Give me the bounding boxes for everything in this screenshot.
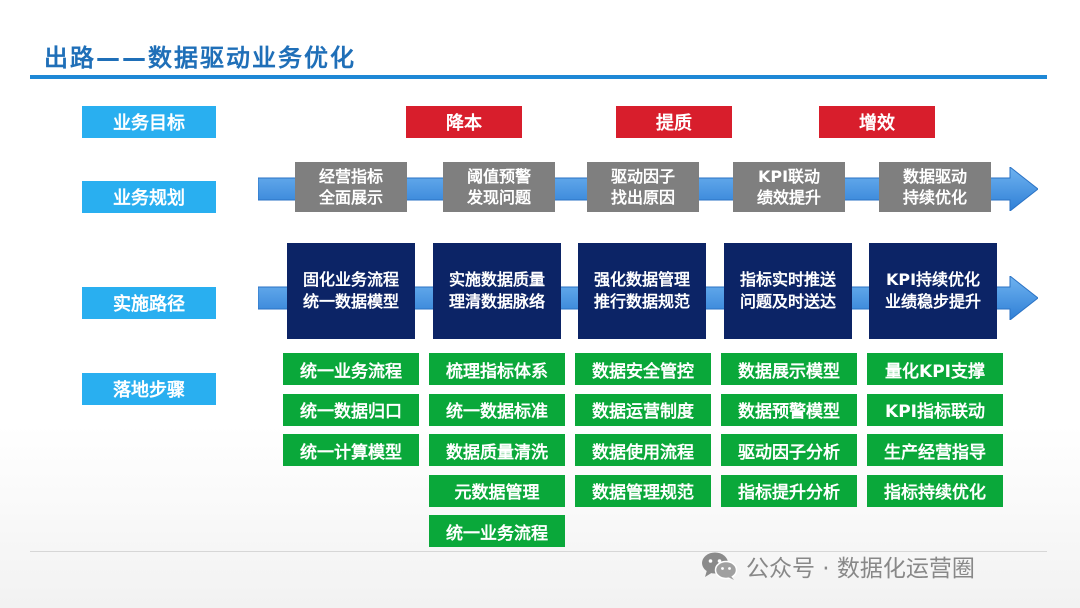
step-item: KPI指标联动 [867,393,1003,426]
goal-cost-reduction: 降本 [406,106,522,138]
path-box-line1: 固化业务流程 [302,270,399,289]
step-item: 元数据管理 [429,474,565,507]
row-label-path: 实施路径 [82,287,216,319]
path-box-line2: 问题及时送达 [739,292,836,311]
path-box: 指标实时推送问题及时送达 [724,243,852,339]
path-box: KPI持续优化业绩稳步提升 [869,243,997,339]
plan-box-line2: 发现问题 [466,188,531,207]
row-label-plan: 业务规划 [82,181,216,213]
path-box: 强化数据管理推行数据规范 [578,243,706,339]
plan-box-line1: 经营指标 [318,167,383,186]
plan-box-line2: 持续优化 [902,188,967,207]
path-box-line2: 推行数据规范 [593,292,690,311]
page-title: 出路——数据驱动业务优化 [44,44,356,72]
title-underline [30,75,1047,79]
goal-efficiency: 增效 [819,106,935,138]
step-item: 数据管理规范 [575,474,711,507]
plan-box-line1: 数据驱动 [902,167,967,186]
plan-box: 驱动因子找出原因 [587,162,699,212]
step-item: 驱动因子分析 [721,434,857,466]
step-item: 指标提升分析 [721,474,857,507]
path-box-line1: KPI持续优化 [885,270,981,289]
plan-box-line2: 绩效提升 [756,188,821,207]
path-box-line2: 业绩稳步提升 [884,292,981,311]
wechat-icon [702,552,738,580]
step-item: 梳理指标体系 [429,353,565,385]
plan-box-line2: 找出原因 [610,188,675,207]
step-column: 数据展示模型 数据预警模型 驱动因子分析 指标提升分析 [721,353,857,515]
row-label-goal: 业务目标 [82,106,216,138]
step-item: 统一数据归口 [283,393,419,426]
watermark: 公众号 · 数据化运营圈 [700,548,975,584]
step-item: 数据预警模型 [721,393,857,426]
step-item: 数据安全管控 [575,353,711,385]
step-item: 统一业务流程 [429,515,565,547]
row-label-steps: 落地步骤 [82,373,216,405]
plan-box-line1: 驱动因子 [610,167,675,186]
step-item: 数据质量清洗 [429,434,565,466]
path-box: 实施数据质量理清数据脉络 [433,243,561,339]
step-item: 统一业务流程 [283,353,419,385]
plan-box: 经营指标全面展示 [295,162,407,212]
step-item: 统一计算模型 [283,434,419,466]
plan-box-line1: KPI联动 [757,167,821,186]
step-item: 量化KPI支撑 [867,353,1003,385]
path-box-line1: 强化数据管理 [593,270,690,289]
step-column: 数据安全管控 数据运营制度 数据使用流程 数据管理规范 [575,353,711,515]
path-box-line1: 实施数据质量 [448,270,545,289]
step-column: 量化KPI支撑 KPI指标联动 生产经营指导 指标持续优化 [867,353,1003,515]
plan-box-line1: 阈值预警 [466,167,531,186]
footer-divider [30,551,1047,552]
step-column: 统一业务流程 统一数据归口 统一计算模型 [283,353,419,475]
step-item: 生产经营指导 [867,434,1003,466]
plan-box: KPI联动绩效提升 [733,162,845,212]
step-item: 统一数据标准 [429,393,565,426]
step-item: 数据使用流程 [575,434,711,466]
path-box: 固化业务流程统一数据模型 [287,243,415,339]
step-item: 指标持续优化 [867,474,1003,507]
plan-box-line2: 全面展示 [318,188,383,207]
watermark-text: 公众号 · 数据化运营圈 [746,556,975,582]
step-item: 数据运营制度 [575,393,711,426]
path-box-line2: 统一数据模型 [302,292,399,311]
step-column: 梳理指标体系 统一数据标准 数据质量清洗 元数据管理 统一业务流程 [429,353,565,556]
plan-box: 阈值预警发现问题 [443,162,555,212]
path-box-line2: 理清数据脉络 [448,292,545,311]
plan-box: 数据驱动持续优化 [879,162,991,212]
path-box-line1: 指标实时推送 [739,270,836,289]
goal-quality: 提质 [616,106,732,138]
step-item: 数据展示模型 [721,353,857,385]
